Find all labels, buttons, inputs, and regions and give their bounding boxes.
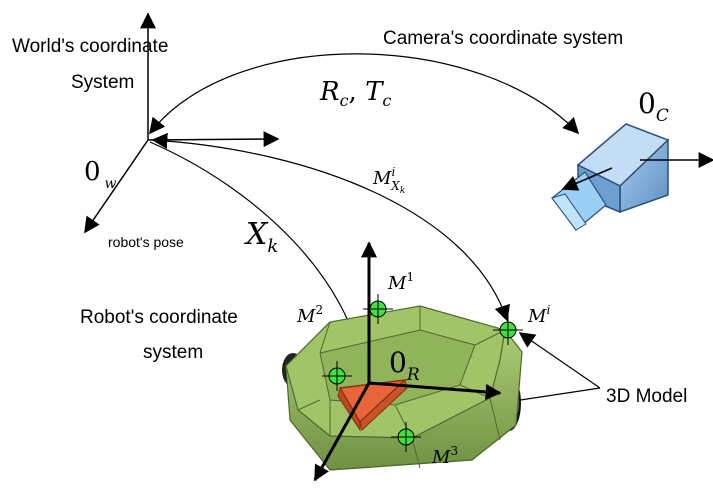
marker-mi [493, 315, 523, 345]
world-axis-x [147, 131, 280, 148]
robot-axes [313, 241, 502, 482]
robot-model [282, 305, 523, 471]
marker-m1 [363, 294, 393, 324]
world-label-line1: World's coordinate [12, 36, 168, 57]
marker-m3 [391, 422, 421, 452]
mi-label: Mi [527, 303, 550, 327]
world-axis-y [84, 139, 149, 234]
robot-axis-x [368, 381, 502, 400]
oc-label: 0C [638, 87, 669, 126]
robot-axis-y [313, 382, 371, 482]
robot-label-line2: system [143, 342, 203, 363]
m2-label: M2 [296, 303, 323, 327]
world-label-line2: System [71, 72, 134, 93]
or-label: 0R [389, 346, 420, 385]
world-marker-arc [151, 132, 510, 322]
m1-label: M1 [387, 270, 414, 294]
camera-model [551, 123, 713, 231]
model-3d-label: 3D Model [606, 386, 687, 407]
markers [322, 294, 523, 452]
xk-label: Xk [244, 217, 278, 257]
marker-m2 [322, 361, 352, 391]
world-camera-arc [149, 53, 580, 135]
robot-label-line1: Robot's coordinate [80, 307, 238, 328]
camera-system-label: Camera's coordinate system [383, 28, 623, 49]
labels: World's coordinate System Camera's coord… [12, 28, 687, 468]
rc-tc-label: Rc, Tc [319, 77, 391, 110]
robot-pose-label: robot's pose [108, 234, 184, 250]
m3-label: M3 [431, 444, 458, 468]
